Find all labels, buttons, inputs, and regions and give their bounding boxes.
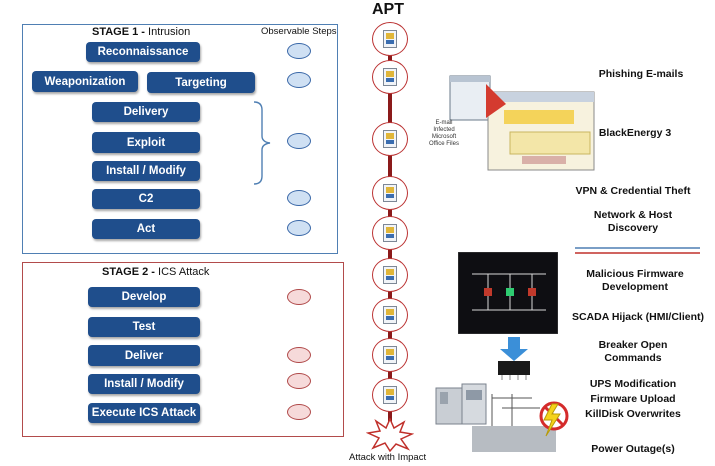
step-test[interactable]: Test	[88, 317, 200, 337]
label-network-host-discovery: Network & Host Discovery	[593, 209, 673, 234]
label-vpn-credential-theft: VPN & Credential Theft	[575, 185, 691, 197]
label-killdisk-overwrites: KillDisk Overwrites	[585, 408, 681, 420]
label-scada-hijack: SCADA Hijack (HMI/Client)	[571, 311, 705, 323]
observable-oval	[287, 289, 311, 305]
step-develop[interactable]: Develop	[88, 287, 200, 307]
stage-divider	[575, 247, 700, 254]
timeline-node-icon	[372, 22, 408, 56]
explosion-icon	[366, 418, 414, 452]
step-delivery[interactable]: Delivery	[92, 102, 200, 122]
observable-oval	[287, 133, 311, 149]
step-execute-ics-attack[interactable]: Execute ICS Attack	[88, 403, 200, 423]
hmi-screen-image	[458, 252, 558, 334]
timeline-node-icon	[372, 378, 408, 412]
label-firmware-upload: Firmware Upload	[590, 393, 676, 405]
observable-oval	[287, 43, 311, 59]
step-weaponization[interactable]: Weaponization	[32, 71, 138, 92]
phishing-screenshot-image	[449, 75, 595, 171]
label-breaker-open-commands: Breaker Open Commands	[598, 339, 668, 364]
step-group-bracket	[253, 101, 271, 185]
timeline-node-icon	[372, 216, 408, 250]
label-ups-modification: UPS Modification	[589, 378, 677, 390]
timeline-node-icon	[372, 338, 408, 372]
substation-image	[435, 383, 569, 452]
email-caption: E-mail Infected Microsoft Office Files	[429, 120, 459, 147]
step-targeting[interactable]: Targeting	[147, 72, 255, 93]
attack-with-impact-label: Attack with Impact	[349, 452, 427, 463]
observable-oval	[287, 72, 311, 88]
label-phishing-emails: Phishing E-mails	[598, 68, 684, 80]
stage1-panel	[22, 24, 338, 254]
firmware-chip-icon	[498, 337, 530, 380]
timeline-node-icon	[372, 122, 408, 156]
observable-oval	[287, 347, 311, 363]
label-power-outage: Power Outage(s)	[591, 443, 675, 455]
label-malicious-firmware-development: Malicious Firmware Development	[586, 268, 684, 293]
step-install-modify-ics[interactable]: Install / Modify	[88, 374, 200, 394]
step-act[interactable]: Act	[92, 219, 200, 239]
step-exploit[interactable]: Exploit	[92, 132, 200, 153]
observable-steps-label: Observable Steps	[261, 26, 337, 37]
observable-oval	[287, 404, 311, 420]
timeline-node-icon	[372, 258, 408, 292]
timeline-node-icon	[372, 176, 408, 210]
stage2-title: STAGE 2 - ICS Attack	[102, 266, 210, 278]
label-blackenergy-3: BlackEnergy 3	[598, 127, 672, 139]
step-c2[interactable]: C2	[92, 189, 200, 209]
timeline-node-icon	[372, 298, 408, 332]
observable-oval	[287, 220, 311, 236]
stage1-title: STAGE 1 - Intrusion	[92, 26, 191, 38]
observable-oval	[287, 190, 311, 206]
step-install-modify[interactable]: Install / Modify	[92, 161, 200, 181]
observable-oval	[287, 373, 311, 389]
step-reconnaissance[interactable]: Reconnaissance	[86, 42, 200, 62]
step-deliver[interactable]: Deliver	[88, 345, 200, 366]
apt-title: APT	[372, 1, 404, 18]
stage2-panel	[22, 262, 344, 437]
timeline-node-icon	[372, 60, 408, 94]
